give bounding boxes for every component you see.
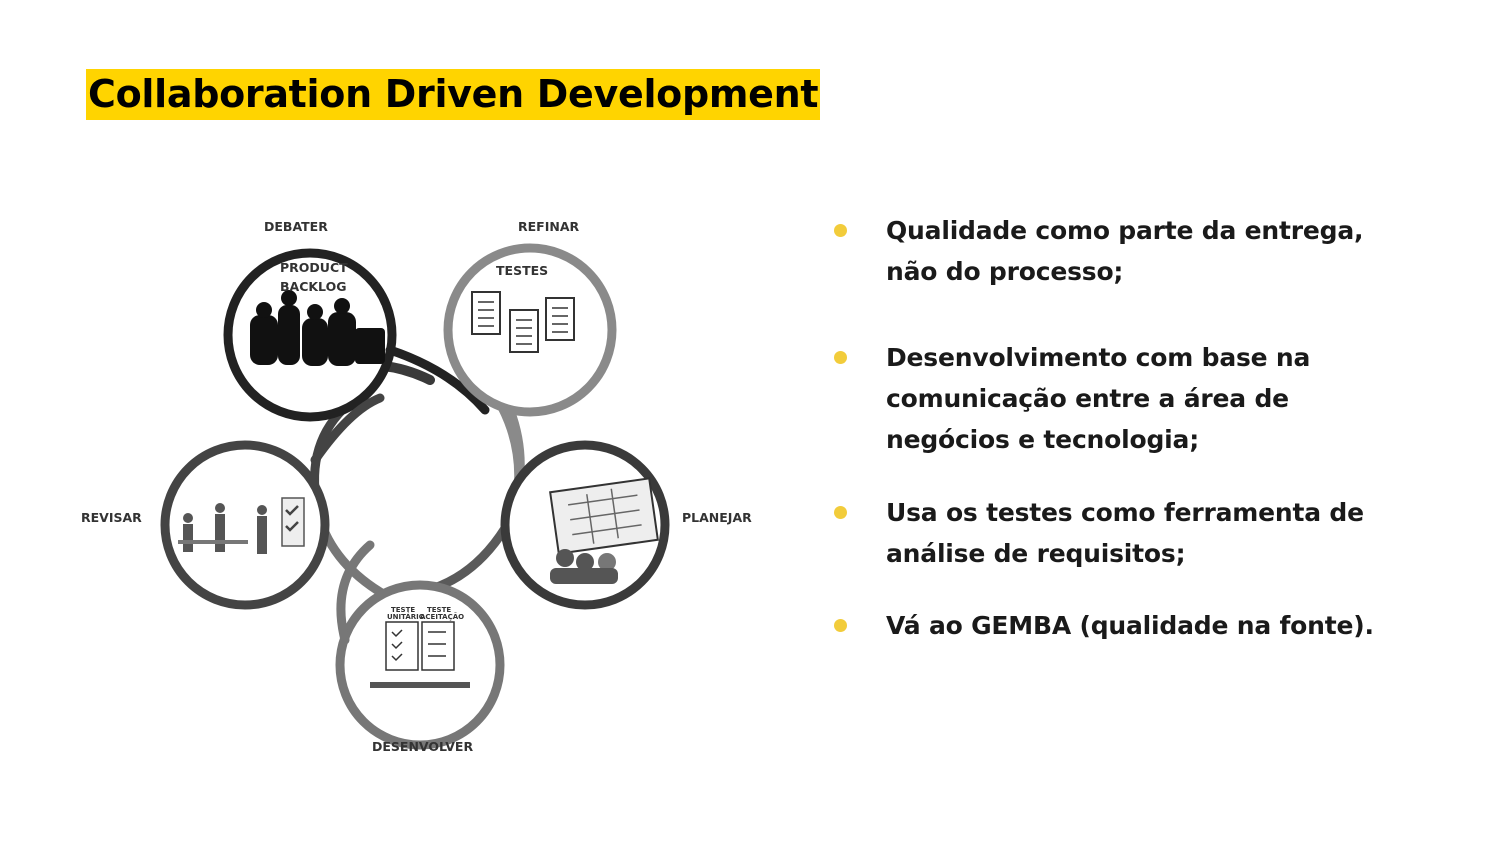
- stage-planejar: [500, 440, 670, 610]
- review-meeting-icon: [178, 497, 305, 554]
- bullet-dot-icon: [834, 619, 847, 632]
- bullet-line: análise de requisitos;: [886, 539, 1186, 568]
- bullet-dot-icon: [834, 506, 847, 519]
- test-documents-icon: [471, 291, 575, 353]
- label-revisar: REVISAR: [81, 510, 142, 525]
- bullet-line: negócios e tecnologia;: [886, 425, 1200, 454]
- label-testes: TESTES: [496, 263, 548, 278]
- cdd-cycle-diagram: DEBATER REFINAR PLANEJAR DESENVOLVER REV…: [81, 219, 752, 754]
- bullet-dot-icon: [834, 351, 847, 364]
- bullet-line: comunicação entre a área de: [886, 384, 1289, 413]
- slide-title: Collaboration Driven Development: [86, 69, 821, 120]
- bullet-line: Vá ao GEMBA (qualidade na fonte).: [886, 611, 1374, 640]
- label-teste-unitario-1: TESTE: [391, 606, 415, 614]
- kanban-board-icon: [549, 477, 659, 584]
- test-checklists-icon: [370, 621, 470, 688]
- label-teste-aceitacao-2: ACEITAÇÃO: [420, 612, 464, 621]
- bullet-item: Vá ao GEMBA (qualidade na fonte).: [830, 605, 1470, 646]
- bullet-line: Desenvolvimento com base na: [886, 343, 1311, 372]
- stage-debater: [223, 248, 490, 422]
- label-teste-unitario-2: UNITÁRIO: [387, 612, 425, 621]
- bullet-list: Qualidade como parte da entrega, não do …: [830, 210, 1470, 646]
- label-backlog: BACKLOG: [280, 279, 346, 294]
- bullet-item: Usa os testes como ferramenta de análise…: [830, 492, 1470, 574]
- bullet-line: Qualidade como parte da entrega,: [886, 216, 1364, 245]
- label-desenvolver: DESENVOLVER: [372, 739, 473, 754]
- label-product: PRODUCT: [280, 260, 348, 275]
- label-teste-aceitacao-1: TESTE: [427, 606, 451, 614]
- bullet-dot-icon: [834, 224, 847, 237]
- bullet-item: Qualidade como parte da entrega, não do …: [830, 210, 1470, 292]
- label-debater: DEBATER: [264, 219, 328, 234]
- team-silhouette-icon: [250, 290, 385, 366]
- label-refinar: REFINAR: [518, 219, 579, 234]
- bullet-line: Usa os testes como ferramenta de: [886, 498, 1364, 527]
- stage-refinar: [443, 243, 617, 495]
- bullet-item: Desenvolvimento com base na comunicação …: [830, 337, 1470, 460]
- bullet-line: não do processo;: [886, 257, 1124, 286]
- stage-desenvolver: [335, 540, 505, 750]
- stage-revisar: [160, 393, 385, 610]
- label-planejar: PLANEJAR: [682, 510, 752, 525]
